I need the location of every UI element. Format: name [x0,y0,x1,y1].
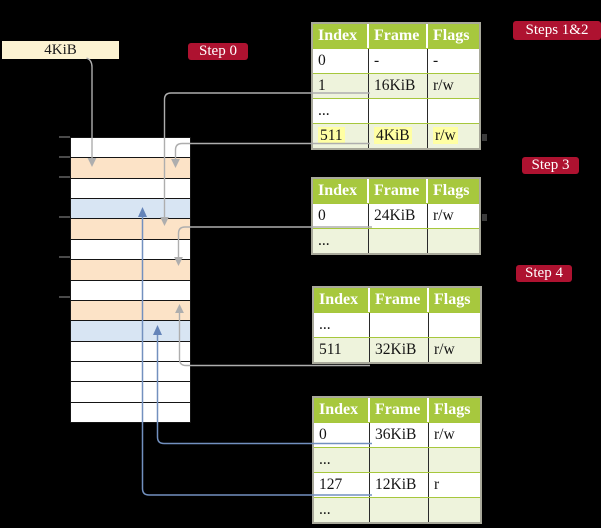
memory-frame-row-9 [71,320,190,341]
memory-frame-row-5 [71,238,190,260]
cell-frame: 4KiB [369,124,428,148]
memory-tick [59,176,70,178]
cell-flags: r/w [433,127,458,144]
cell-frame: 36KiB [370,423,429,447]
cell-index: 0 [313,204,369,228]
table-row: 0 24KiB r/w [313,203,479,228]
memory-frame-row-2 [71,177,190,199]
cell-index: ... [313,229,369,253]
cell-index: 511 [314,338,370,362]
table-row: 0 36KiB r/w [314,422,480,447]
physical-memory-column [70,137,191,423]
cell-flags: r/w [433,77,454,94]
cell-frame [370,498,429,522]
cell-index: 511 [313,124,369,148]
cell-flags [429,498,480,522]
table-header-row: Index Frame Flags [314,288,480,312]
table-row: ... [314,312,480,337]
memory-tick [59,136,70,138]
table-row: ... [314,447,480,472]
memory-frame-row-10 [71,340,190,361]
table-row: ... [314,497,480,522]
cell-flags: r/w [434,341,455,358]
page-table-level2: Index Frame Flags ... 511 32KiB r/w [312,286,482,364]
page-table-root: Index Frame Flags 0 - - 1 16KiB r/w ... … [311,22,481,150]
header-flags: Flags [433,182,470,199]
cell-index: 1 [313,74,369,98]
table-row: ... [313,228,479,253]
header-flags: Flags [433,27,470,44]
clipped-arrow-stub [482,214,487,221]
cell-frame [370,448,429,472]
cell-index: 0 [314,423,370,447]
memory-frame-row-12 [71,381,190,402]
header-frame: Frame [370,398,429,422]
cell-flags [428,99,479,123]
table-header-row: Index Frame Flags [314,398,480,422]
badge-step-4: Step 4 [516,265,572,282]
table-row: 127 12KiB r [314,472,480,497]
memory-frame-row-3 [71,198,190,219]
table-row-highlighted: 511 4KiB r/w [313,123,479,148]
cell-frame [369,99,428,123]
cell-frame: 12KiB [370,473,429,497]
memory-tick [59,156,70,158]
page-table-level3: Index Frame Flags 0 24KiB r/w ... [311,177,481,255]
table-header-row: Index Frame Flags [313,179,479,203]
header-flags: Flags [434,291,471,308]
memory-frame-row-7 [71,279,190,300]
cell-index: 0 [313,49,369,73]
clipped-arrow-stub [482,134,487,141]
badge-steps-1-2: Steps 1&2 [513,21,601,40]
memory-tick [59,296,70,298]
cell-frame: 32KiB [370,338,429,362]
table-row: ... [313,98,479,123]
memory-frame-row-11 [71,360,190,382]
header-frame: Frame [369,179,428,203]
table-row: 0 - - [313,48,479,73]
cell-frame: 16KiB [369,74,428,98]
frame-4kib-label: 4KiB [2,41,119,59]
memory-frame-row-6 [71,259,190,280]
header-index: Index [313,24,369,48]
cell-flags: r/w [433,207,454,224]
cell-index: ... [314,448,370,472]
cell-index: ... [313,99,369,123]
table-header-row: Index Frame Flags [313,24,479,48]
page-table-level1: Index Frame Flags 0 36KiB r/w ... 127 12… [312,396,482,524]
header-frame: Frame [369,24,428,48]
cell-frame [369,229,428,253]
cell-index: ... [314,313,370,337]
table-row: 511 32KiB r/w [314,337,480,362]
cell-flags: r [434,476,440,493]
cell-flags [429,448,480,472]
cell-flags: - [433,52,439,69]
header-flags: Flags [434,401,471,418]
memory-frame-row-8 [71,299,190,321]
table-row: 1 16KiB r/w [313,73,479,98]
memory-tick [59,256,70,258]
memory-frame-row-0 [71,138,190,158]
header-index: Index [314,398,370,422]
badge-step-3: Step 3 [522,157,579,174]
cell-index: 127 [314,473,370,497]
cell-frame: - [369,49,428,73]
cell-frame [370,313,429,337]
memory-frame-row-4 [71,218,190,239]
memory-tick [59,216,70,218]
cell-flags: r/w [434,426,455,443]
cell-index: ... [314,498,370,522]
header-frame: Frame [370,288,429,312]
memory-frame-row-13 [71,401,190,423]
header-index: Index [314,288,370,312]
cell-flags [428,229,479,253]
cell-flags [429,313,480,337]
cell-frame: 24KiB [369,204,428,228]
memory-frame-row-1 [71,157,190,178]
header-index: Index [313,179,369,203]
badge-step-0: Step 0 [188,43,248,60]
